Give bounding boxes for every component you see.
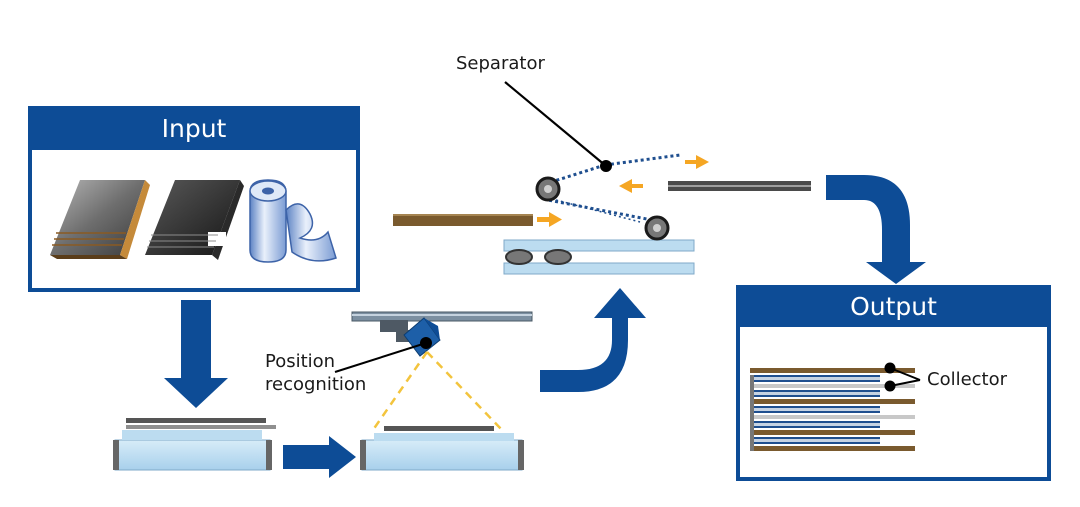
camera-icon	[403, 317, 441, 357]
stage-1	[113, 418, 276, 471]
position-recognition-pointer	[334, 337, 432, 373]
stage-2	[360, 426, 524, 471]
separator-pointer	[504, 81, 612, 172]
stacked-sheets-icon	[50, 180, 150, 259]
electrode-strip	[393, 214, 533, 226]
right-arrow	[283, 436, 356, 478]
orange-arrow-right	[537, 212, 562, 227]
roll-material-icon	[249, 179, 337, 263]
curved-up-arrow	[540, 288, 646, 392]
curved-down-arrow	[826, 175, 926, 284]
dark-stacked-sheets-icon	[145, 180, 244, 260]
orange-arrow-right	[685, 155, 709, 169]
gray-electrode-strip	[668, 181, 811, 191]
separator-label: Separator	[456, 53, 545, 74]
separator-roller	[535, 176, 670, 241]
lamination-table	[503, 239, 695, 275]
output-box-title: Output	[850, 292, 937, 321]
down-arrow	[164, 300, 228, 408]
camera-rail	[351, 311, 533, 342]
position-recognition-label: Position recognition	[265, 351, 367, 396]
input-box-title: Input	[161, 114, 227, 143]
collector-pointer	[884, 362, 921, 392]
orange-arrow-left	[619, 179, 643, 193]
collector-label: Collector	[927, 369, 1008, 390]
electrode-stack	[750, 368, 915, 451]
sensor-beam	[371, 351, 503, 431]
